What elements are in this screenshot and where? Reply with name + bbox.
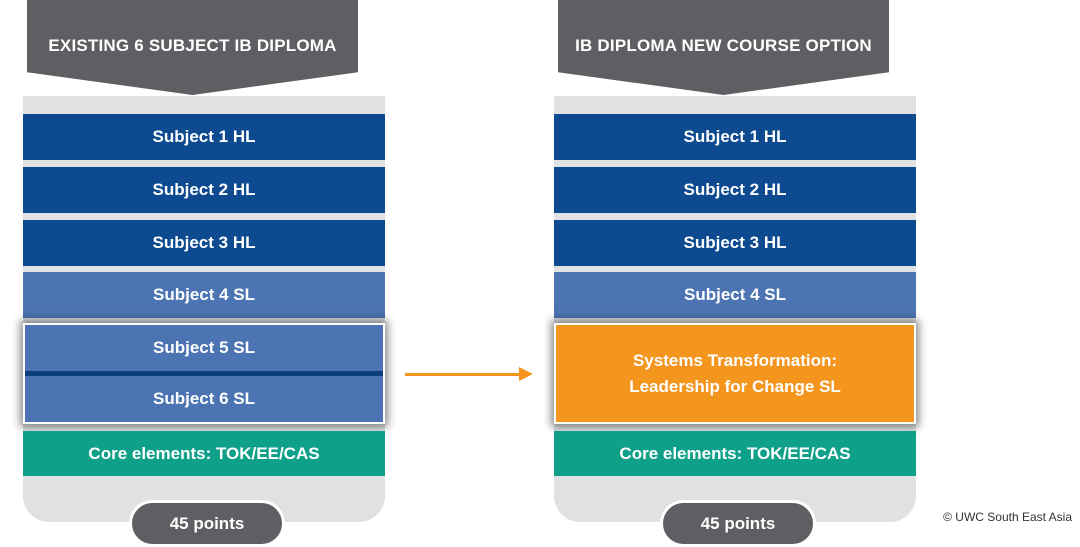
subject-1-hl-box: Subject 1 HL: [23, 114, 385, 160]
subject-4-sl-box: Subject 4 SL: [23, 272, 385, 318]
copyright-text: © UWC South East Asia: [943, 510, 1072, 524]
column-header-banner: IB DIPLOMA NEW COURSE OPTION: [558, 0, 889, 95]
core-elements-box: Core elements: TOK/EE/CAS: [23, 431, 385, 476]
column-header-banner: EXISTING 6 SUBJECT IB DIPLOMA: [27, 0, 358, 95]
new-course-option-column: IB DIPLOMA NEW COURSE OPTION Subject 1 H…: [554, 0, 916, 547]
transition-arrow-line: [405, 373, 521, 376]
replaced-subjects-group: Subject 5 SL Subject 6 SL: [23, 323, 385, 424]
subject-2-hl-box: Subject 2 HL: [23, 167, 385, 213]
arrow-right-icon: [519, 367, 533, 381]
new-course-title-line1: Systems Transformation:: [632, 350, 838, 370]
column-header-text: EXISTING 6 SUBJECT IB DIPLOMA: [48, 36, 337, 55]
subject-1-hl-box: Subject 1 HL: [554, 114, 916, 160]
existing-diploma-column: EXISTING 6 SUBJECT IB DIPLOMA Subject 1 …: [23, 0, 385, 547]
subject-3-hl-box: Subject 3 HL: [554, 220, 916, 266]
subject-2-hl-box: Subject 2 HL: [554, 167, 916, 213]
subject-3-hl-box: Subject 3 HL: [23, 220, 385, 266]
column-header-text: IB DIPLOMA NEW COURSE OPTION: [575, 36, 872, 55]
core-elements-box: Core elements: TOK/EE/CAS: [554, 431, 916, 476]
new-course-box: Systems Transformation: Leadership for C…: [554, 323, 916, 424]
points-badge: 45 points: [129, 500, 285, 547]
subject-6-sl-box: Subject 6 SL: [25, 376, 383, 422]
new-course-title-line2: Leadership for Change SL: [629, 376, 841, 396]
subject-4-sl-box: Subject 4 SL: [554, 272, 916, 318]
subject-5-sl-box: Subject 5 SL: [25, 325, 383, 371]
points-badge: 45 points: [660, 500, 816, 547]
